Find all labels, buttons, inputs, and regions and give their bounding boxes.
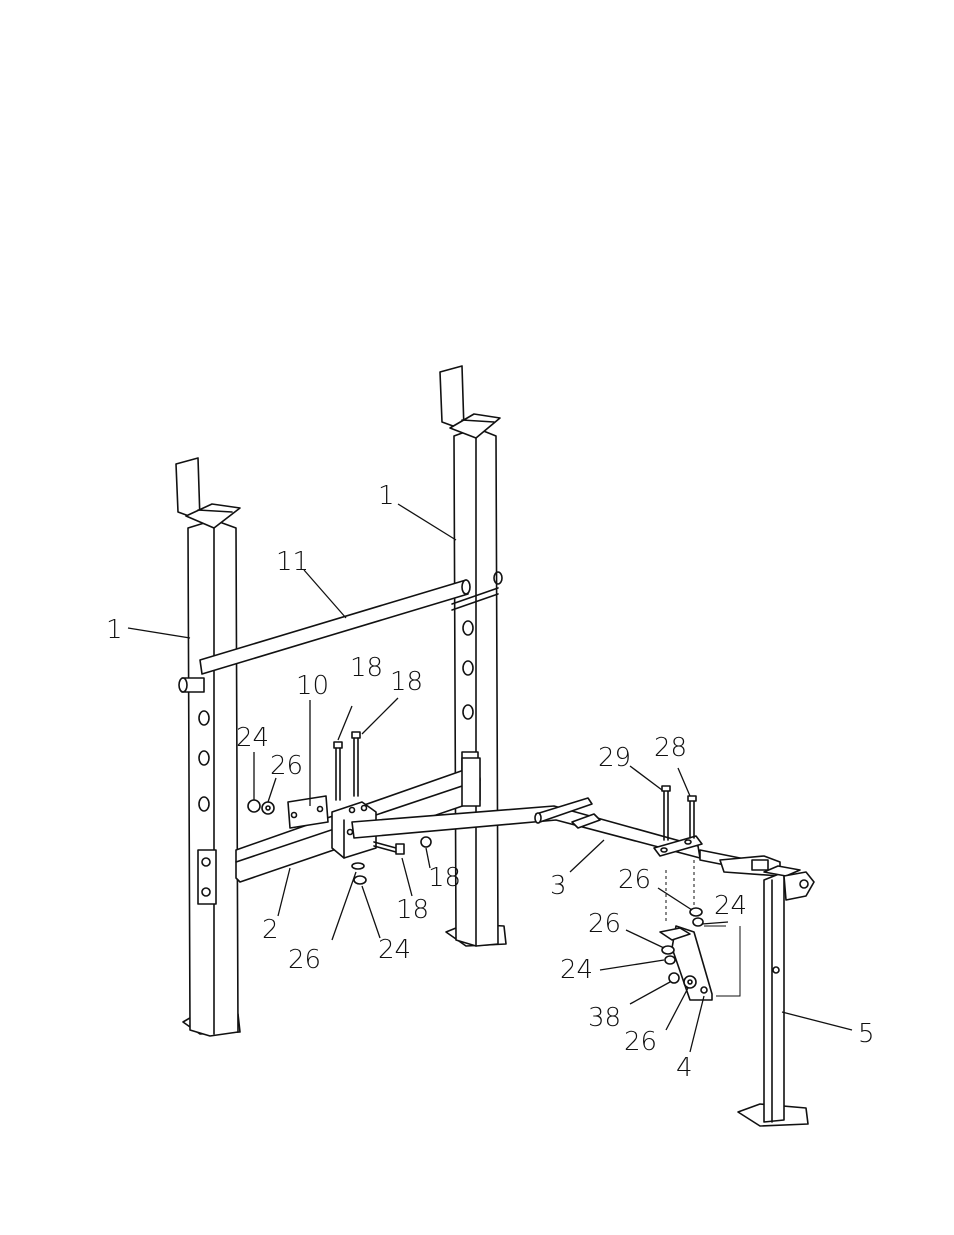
label-bolt-d: 18 bbox=[396, 895, 429, 925]
label-bolt-b: 18 bbox=[390, 667, 423, 697]
label-washer-lower: 26 bbox=[288, 945, 321, 975]
label-post-left: 1 bbox=[106, 615, 123, 645]
right-upright-post bbox=[440, 366, 506, 946]
label-washer-r2: 26 bbox=[588, 909, 621, 939]
label-main-frame: 3 bbox=[550, 871, 567, 901]
label-bolt-a: 18 bbox=[350, 653, 383, 683]
label-bolt-38: 38 bbox=[588, 1003, 621, 1033]
crossbar bbox=[200, 580, 470, 674]
label-washer-left: 26 bbox=[270, 751, 303, 781]
label-crossbar: 11 bbox=[276, 547, 309, 577]
left-upright-post bbox=[176, 458, 240, 1036]
front-leg bbox=[738, 866, 814, 1126]
label-bolt-29: 29 bbox=[598, 743, 631, 773]
label-leg-bracket: 4 bbox=[676, 1053, 693, 1083]
label-front-leg: 5 bbox=[858, 1019, 875, 1049]
label-bolt-28: 28 bbox=[654, 733, 687, 763]
label-base-tube: 2 bbox=[262, 915, 279, 945]
label-bracket: 10 bbox=[296, 671, 329, 701]
label-washer-r1: 26 bbox=[618, 865, 651, 895]
label-post-right: 1 bbox=[378, 481, 395, 511]
label-bolt-c: 18 bbox=[428, 863, 461, 893]
label-nut-r2: 24 bbox=[560, 955, 593, 985]
label-nut-left: 24 bbox=[236, 723, 269, 753]
bracket-plate bbox=[288, 796, 328, 828]
label-nut-lower: 24 bbox=[378, 935, 411, 965]
label-nut-r1: 24 bbox=[714, 891, 747, 921]
label-washer-r3: 26 bbox=[624, 1027, 657, 1057]
